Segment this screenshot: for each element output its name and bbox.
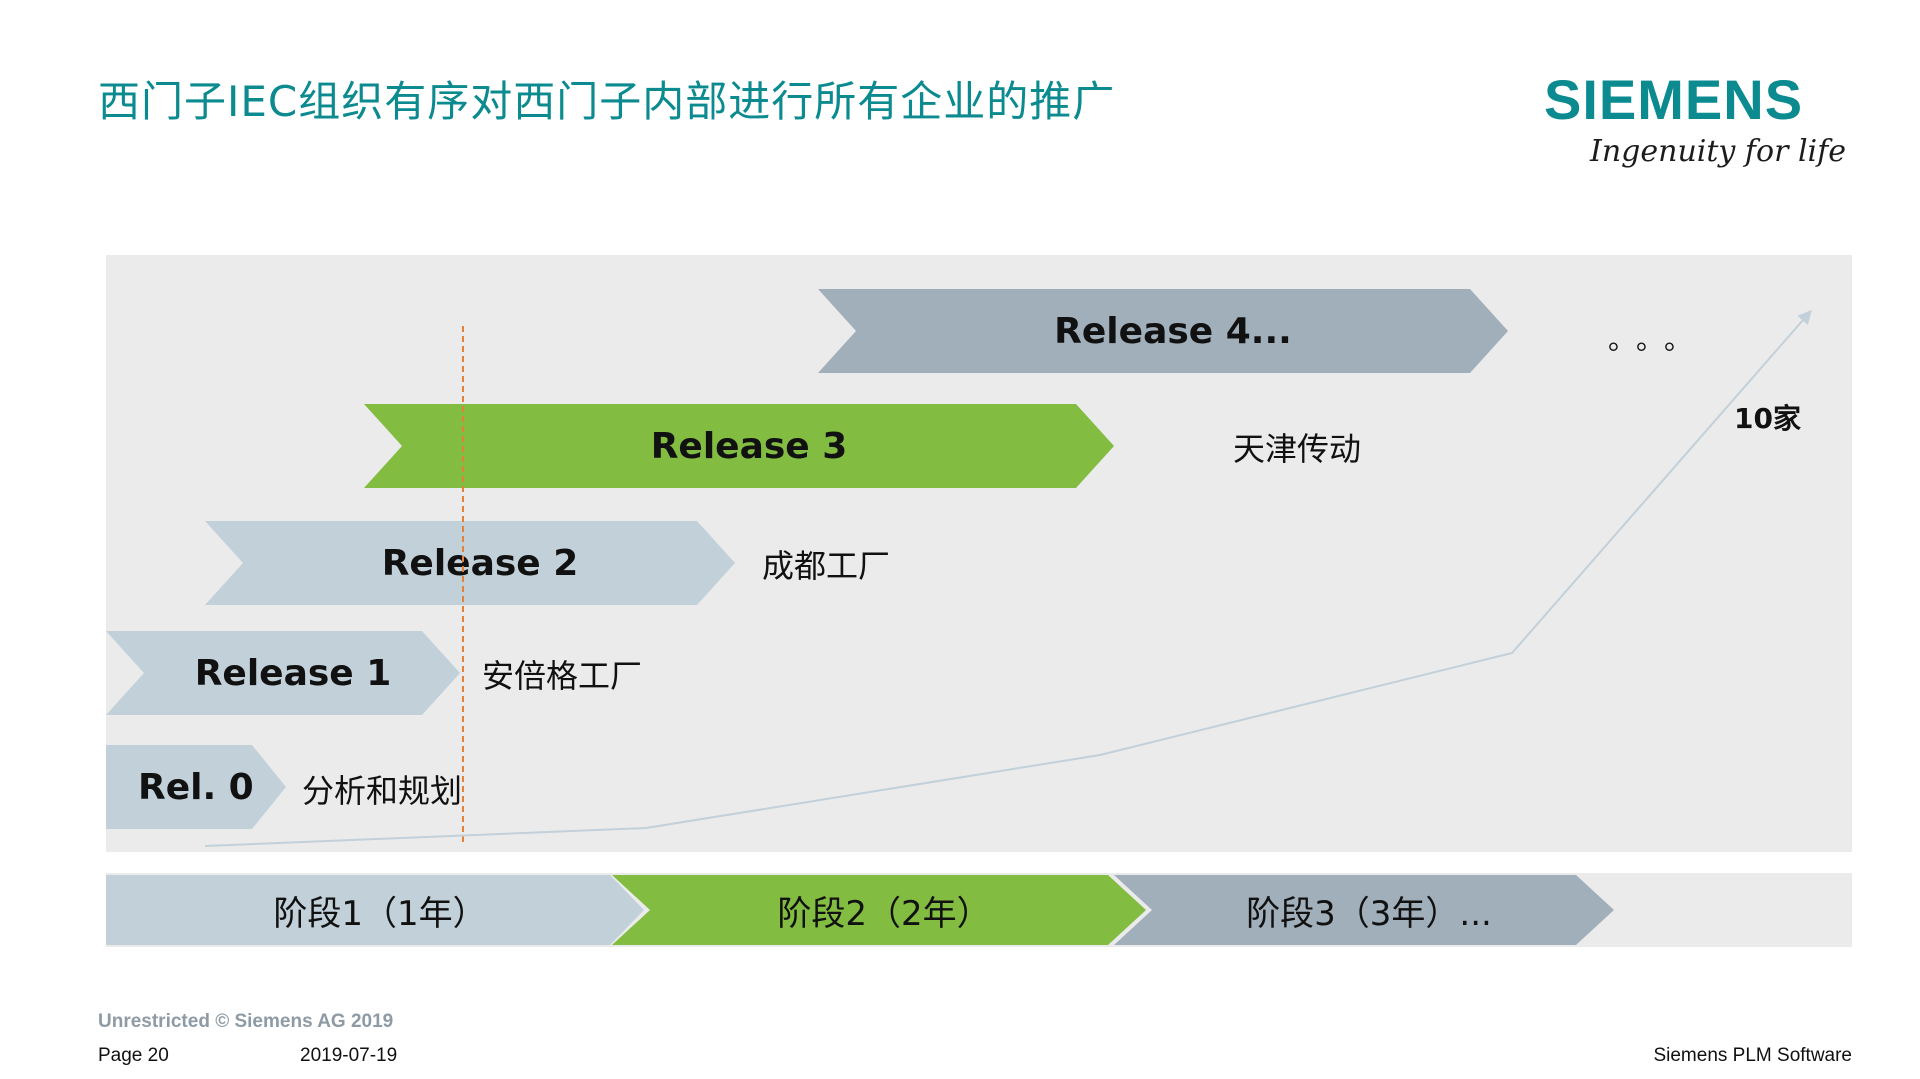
brand-name: SIEMENS bbox=[1544, 68, 1804, 131]
release-0-arrow: Rel. 0 bbox=[106, 745, 286, 829]
brand-slogan: Ingenuity for life bbox=[1590, 134, 1846, 169]
release-4-label: Release 4... bbox=[1054, 310, 1292, 352]
company-name: Siemens PLM Software bbox=[1653, 1045, 1852, 1066]
count-label: 10家 bbox=[1734, 402, 1801, 435]
release-2-label: Release 2 bbox=[381, 542, 579, 584]
release-1-label: Release 1 bbox=[194, 652, 392, 694]
release-3-arrow: Release 3 bbox=[364, 404, 1114, 488]
phase-1: 阶段1（1年） bbox=[106, 875, 644, 945]
classification-notice: Unrestricted © Siemens AG 2019 bbox=[98, 1011, 394, 1032]
phase-3: 阶段3（3年）... bbox=[1114, 875, 1614, 945]
phase-2: 阶段2（2年） bbox=[612, 875, 1146, 945]
ellipsis-dots: 。。。 bbox=[1608, 323, 1707, 356]
slide-date: 2019-07-19 bbox=[300, 1045, 398, 1066]
release-0-label: Rel. 0 bbox=[138, 766, 254, 808]
release-4-arrow: Release 4... bbox=[818, 289, 1508, 373]
growth-curve bbox=[204, 309, 1812, 847]
phase-1-label: 阶段1（1年） bbox=[273, 893, 487, 934]
siemens-logo: SIEMENS Ingenuity for life bbox=[1540, 68, 1846, 170]
release-1-note: 安倍格工厂 bbox=[482, 657, 643, 695]
slide-title: 西门子IEC组织有序对西门子内部进行所有企业的推广 bbox=[98, 77, 1116, 126]
phase-2-label: 阶段2（2年） bbox=[777, 893, 991, 934]
release-2-arrow: Release 2 bbox=[205, 521, 735, 605]
page-number: Page 20 bbox=[98, 1045, 169, 1066]
release-1-arrow: Release 1 bbox=[106, 631, 460, 715]
release-2-note: 成都工厂 bbox=[762, 547, 891, 585]
release-3-note: 天津传动 bbox=[1233, 430, 1362, 468]
release-0-note: 分析和规划 bbox=[302, 772, 463, 810]
phase-3-label: 阶段3（3年）... bbox=[1246, 893, 1492, 934]
release-3-label: Release 3 bbox=[650, 425, 848, 467]
